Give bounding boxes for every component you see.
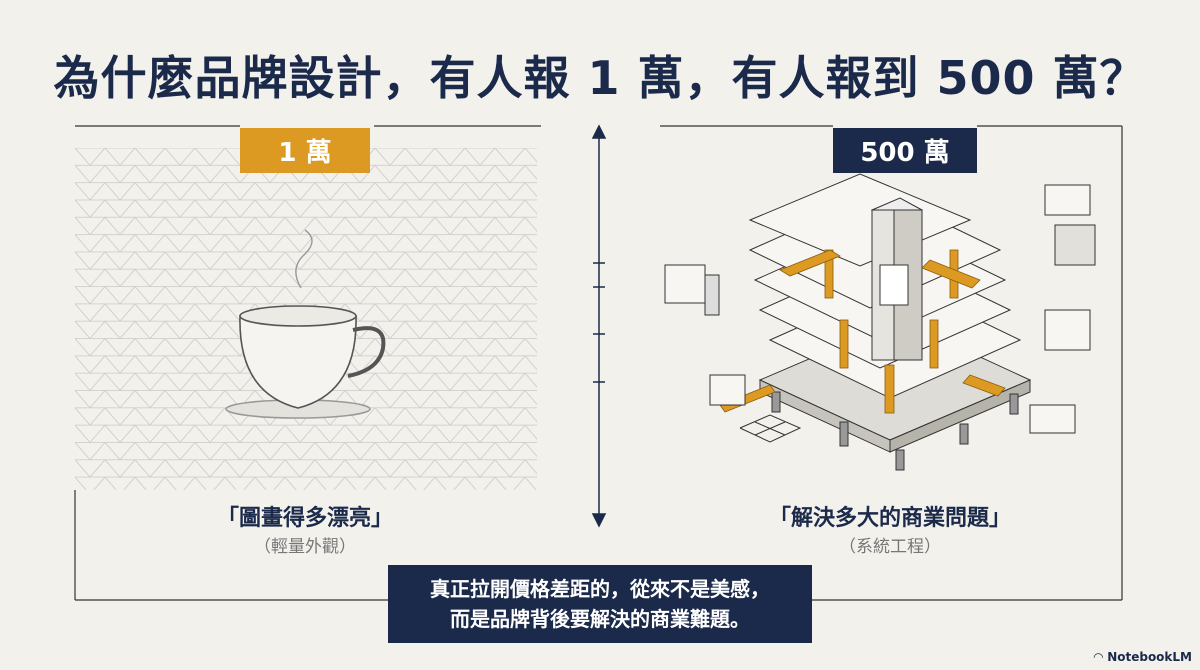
callout-line-1: 真正拉開價格差距的，從來不是美感，	[430, 577, 770, 601]
notebooklm-icon: ◠	[1093, 650, 1108, 664]
right-caption: 「解決多大的商業問題」	[768, 506, 1011, 531]
left-price-tag: 1 萬	[240, 128, 370, 173]
scale-arrow	[591, 124, 607, 528]
brand-label: NotebookLM	[1107, 650, 1192, 664]
right-price-tag: 500 萬	[833, 128, 977, 173]
conclusion-callout: 真正拉開價格差距的，從來不是美感， 而是品牌背後要解決的商業難題。	[388, 565, 812, 643]
coffee-cup-icon	[225, 229, 386, 419]
left-caption: 「圖畫得多漂亮」	[216, 506, 393, 531]
system-diagram-illustration	[664, 173, 1096, 471]
page-title: 為什麼品牌設計，有人報 1 萬，有人報到 500 萬？	[53, 51, 1147, 105]
brand-logo: ◠ NotebookLM	[1094, 650, 1192, 664]
callout-line-2: 而是品牌背後要解決的商業難題。	[450, 607, 750, 631]
right-subcaption: （系統工程）	[839, 537, 941, 557]
left-subcaption: （輕量外觀）	[254, 537, 356, 557]
isometric-grid-panel	[75, 148, 537, 490]
